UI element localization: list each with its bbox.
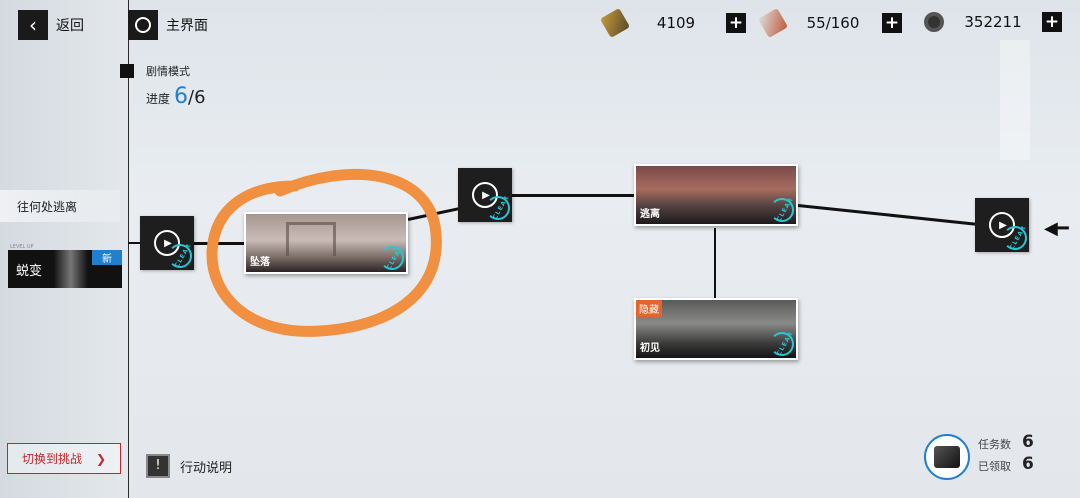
- connector: [194, 242, 244, 245]
- stage-card-escape[interactable]: 逃离 CLEAR: [634, 164, 798, 226]
- stage-card-first-meet[interactable]: 隐藏 初见 CLEAR: [634, 298, 798, 360]
- level-up-text: LEVEL UP: [10, 244, 34, 250]
- stage-card-fall[interactable]: 坠落 CLEAR: [244, 212, 408, 274]
- resource-ticket: 4109 +: [599, 7, 746, 39]
- chapter-label: 往何处逃离: [17, 200, 78, 214]
- add-ticket-button[interactable]: +: [726, 13, 746, 33]
- play-icon: ▶: [472, 182, 498, 208]
- connector: [128, 242, 140, 244]
- chevron-left-icon: ‹: [18, 10, 48, 40]
- clear-badge: CLEAR: [380, 244, 405, 271]
- ruins-image: [286, 222, 336, 256]
- add-nut-button[interactable]: +: [1042, 12, 1062, 32]
- reward-box-button[interactable]: [924, 434, 970, 480]
- story-play-node[interactable]: ▶ CLEAR: [140, 216, 194, 270]
- back-label: 返回: [56, 18, 84, 34]
- hidden-tag: 隐藏: [636, 300, 662, 317]
- claimed-value: 6: [1022, 454, 1034, 474]
- connector: [797, 204, 976, 226]
- clear-badge: CLEAR: [168, 242, 193, 269]
- ticket-value: 4109: [656, 14, 696, 32]
- stage-name: 坠落: [250, 257, 270, 268]
- battery-value: 55/160: [806, 14, 860, 32]
- stage-name: 初见: [640, 343, 660, 354]
- next-chapter-card[interactable]: 蜕变 新: [8, 250, 122, 288]
- story-play-node[interactable]: ▶ CLEAR: [975, 198, 1029, 252]
- clear-badge: CLEAR: [770, 196, 795, 223]
- claimed-label: 已领取: [978, 460, 1011, 473]
- clear-badge: CLEAR: [1003, 224, 1028, 251]
- resource-nut: 352211 +: [924, 12, 1062, 32]
- divider-line: [128, 0, 129, 498]
- action-info-label[interactable]: 行动说明: [180, 461, 233, 476]
- mode-square-icon: [120, 64, 134, 78]
- progress-label: 进度: [146, 92, 171, 106]
- bg-decoration: [1000, 40, 1030, 160]
- progress: 进度 6 /6: [146, 84, 206, 109]
- progress-current: 6: [174, 84, 189, 109]
- stage-name: 逃离: [640, 209, 660, 220]
- nut-icon: [924, 12, 944, 32]
- mode-title: 剧情模式: [146, 65, 190, 78]
- connector: [714, 228, 716, 298]
- info-icon[interactable]: !: [146, 454, 170, 478]
- box-icon: [934, 446, 960, 468]
- chevron-right-icon: ❯: [95, 451, 107, 466]
- clear-badge: CLEAR: [770, 330, 795, 357]
- story-play-node[interactable]: ▶ CLEAR: [458, 168, 512, 222]
- battery-icon: [757, 7, 789, 39]
- add-battery-button[interactable]: +: [882, 13, 902, 33]
- progress-total: /6: [188, 87, 206, 108]
- tasks-value: 6: [1022, 432, 1034, 452]
- arrow-left-icon: ◀━: [1044, 218, 1069, 239]
- clear-badge: CLEAR: [486, 194, 511, 221]
- next-chapter-label: 蜕变: [16, 264, 43, 279]
- home-button[interactable]: 主界面: [128, 10, 208, 40]
- left-panel-bg: [0, 0, 128, 498]
- switch-label: 切换到挑战: [21, 452, 82, 466]
- annotation-circle: [206, 169, 442, 337]
- play-icon: ▶: [989, 212, 1015, 238]
- tasks-label: 任务数: [978, 438, 1011, 451]
- connector: [512, 194, 634, 197]
- resource-battery: 55/160 +: [757, 7, 902, 39]
- ticket-icon: [599, 7, 631, 39]
- play-icon: ▶: [154, 230, 180, 256]
- switch-challenge-button[interactable]: 切换到挑战 ❯: [7, 443, 121, 474]
- circle-icon: [128, 10, 158, 40]
- chapter-label-bg: [0, 190, 120, 222]
- nut-value: 352211: [964, 13, 1022, 31]
- new-badge: 新: [92, 250, 122, 265]
- back-button[interactable]: ‹ 返回: [18, 10, 84, 40]
- home-label: 主界面: [166, 18, 208, 34]
